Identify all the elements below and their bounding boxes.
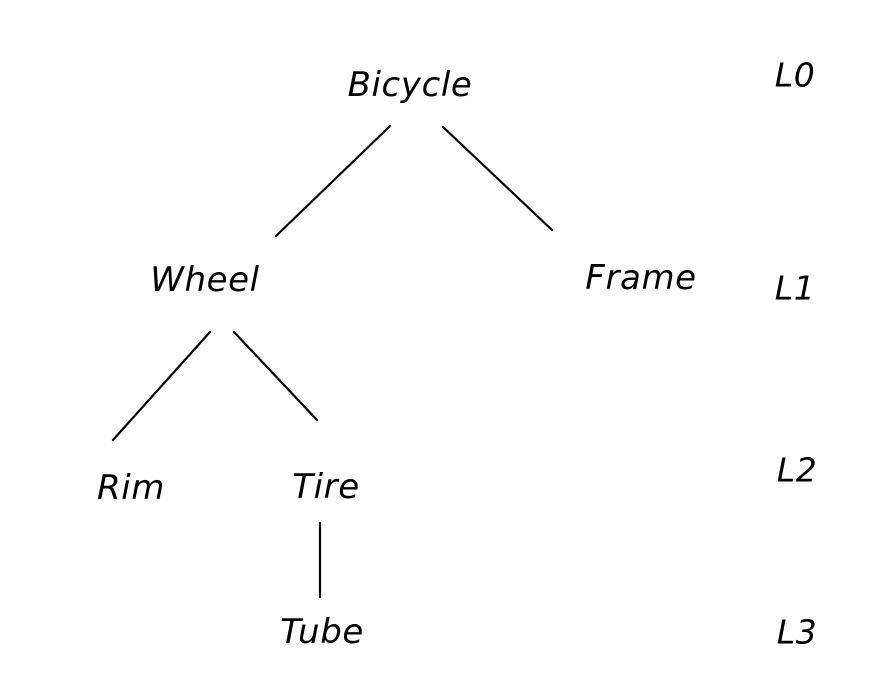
node-bicycle[interactable]: Bicycle <box>347 65 473 105</box>
node-rim[interactable]: Rim <box>97 468 165 508</box>
level-label-l2: L2 <box>776 450 818 490</box>
node-tire[interactable]: Tire <box>292 467 360 507</box>
edge-bicycle-to-wheel <box>274 124 392 238</box>
node-frame[interactable]: Frame <box>585 258 697 298</box>
edge-bicycle-to-frame <box>441 125 554 232</box>
node-wheel[interactable]: Wheel <box>150 260 260 300</box>
edge-wheel-to-tire <box>232 330 319 422</box>
level-label-l3: L3 <box>776 612 818 652</box>
level-label-l1: L1 <box>774 268 816 308</box>
edge-wheel-to-rim <box>111 330 212 442</box>
node-tube[interactable]: Tube <box>280 612 364 652</box>
level-label-l0: L0 <box>774 55 816 95</box>
